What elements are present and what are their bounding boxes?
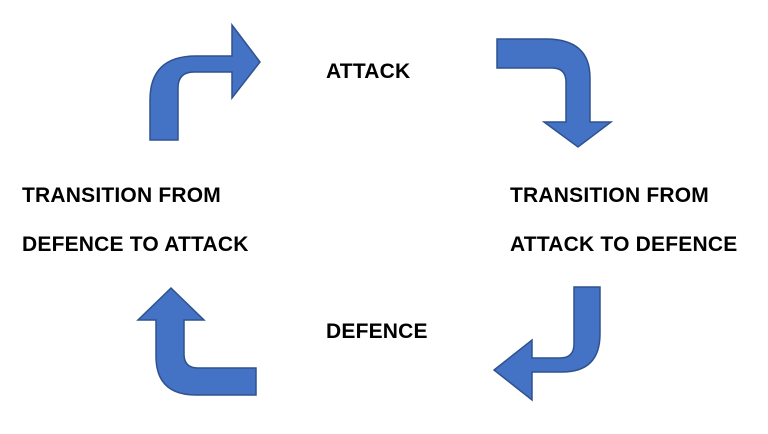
attack-label: ATTACK <box>326 60 411 83</box>
transition-attack-to-defence-line2: ATTACK TO DEFENCE <box>510 233 738 256</box>
transition-attack-to-defence-line1: TRANSITION FROM <box>510 184 709 207</box>
curved-arrow-up-right-icon <box>149 22 261 141</box>
transition-defence-to-attack-line2: DEFENCE TO ATTACK <box>22 233 249 256</box>
transition-defence-to-attack-line1: TRANSITION FROM <box>22 184 221 207</box>
curved-arrow-left-up-icon <box>136 286 257 396</box>
curved-arrow-down-left-icon <box>492 286 601 402</box>
defence-label: DEFENCE <box>326 320 428 343</box>
curved-arrow-right-down-icon <box>496 38 614 148</box>
